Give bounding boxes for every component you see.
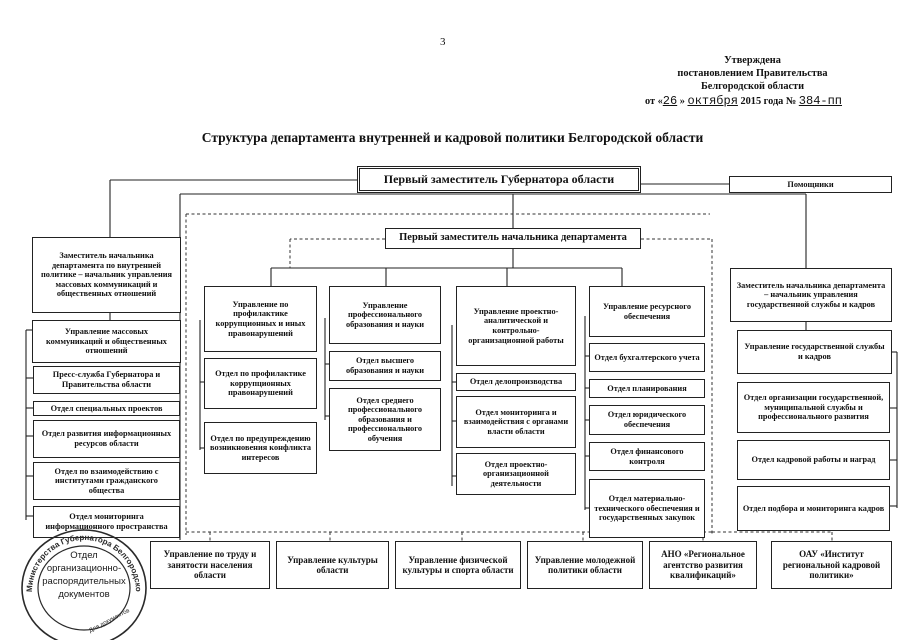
first-deputy-box: Первый заместитель начальника департамен…	[385, 228, 641, 249]
bottom-box-5: ОАУ «Институт региональной кадровой поли…	[771, 541, 892, 589]
page-title: Структура департамента внутренней и кадр…	[201, 130, 704, 145]
left-deputy-box: Заместитель начальника департамента по в…	[32, 237, 181, 313]
right-unit-0: Отдел организации государственной, муниц…	[737, 382, 890, 433]
col4-title-box: Управление ресурсного обеспечения	[589, 286, 705, 337]
col1-title-box: Управление по профилактике коррупционных…	[204, 286, 317, 352]
left-unit-3: Отдел по взаимодействию с институтами гр…	[33, 462, 180, 500]
right-unit-2: Отдел подбора и мониторинга кадров	[737, 486, 890, 531]
stamp-bottom-text: Для документов	[88, 608, 130, 634]
right-mgmt-box: Управление государственной службы и кадр…	[737, 330, 892, 374]
document-stamp: Министерства Губернатора Белгородской об…	[14, 522, 147, 640]
col2-unit-0: Отдел высшего образования и науки	[329, 351, 441, 381]
date-mid: »	[679, 95, 685, 107]
col1-unit-0: Отдел по профилактике коррупционных прав…	[204, 358, 317, 409]
date-year: 2015 года №	[740, 95, 797, 107]
col2-title-box: Управление профессионального образования…	[329, 286, 441, 344]
right-unit-1: Отдел кадровой работы и наград	[737, 440, 890, 480]
left-unit-0: Пресс-служба Губернатора и Правительства…	[33, 366, 180, 394]
left-unit-1: Отдел специальных проектов	[33, 401, 180, 416]
left-unit-2: Отдел развития информационных ресурсов о…	[33, 420, 180, 458]
col4-unit-0: Отдел бухгалтерского учета	[589, 343, 705, 372]
col2-unit-1: Отдел среднего профессионального образов…	[329, 388, 441, 451]
stamp-line-1: организационно-	[47, 563, 121, 574]
col4-unit-1: Отдел планирования	[589, 379, 705, 398]
approval-line1: Утверждена	[724, 55, 781, 66]
assistants-box: Помощники	[729, 176, 892, 193]
bottom-box-0: Управление по труду и занятости населени…	[150, 541, 270, 589]
approval-line2: постановлением Правительства	[677, 67, 828, 79]
bottom-box-3: Управление молодежной политики области	[527, 541, 643, 589]
bottom-box-1: Управление культуры области	[276, 541, 389, 589]
stamp-line-2: распорядительных	[42, 576, 126, 587]
right-deputy-box: Заместитель начальника департамента – на…	[730, 268, 892, 322]
date-month: октября	[687, 93, 738, 108]
col3-unit-0: Отдел делопроизводства	[456, 373, 576, 391]
date-day: 26	[662, 93, 678, 108]
stamp-line-3: документов	[58, 589, 109, 600]
bottom-box-4: АНО «Региональное агентство развития ква…	[649, 541, 757, 589]
col3-unit-2: Отдел проектно-организационной деятельно…	[456, 453, 576, 495]
col4-unit-2: Отдел юридического обеспечения	[589, 405, 705, 435]
col3-unit-1: Отдел мониторинга и взаимодействия с орг…	[456, 396, 576, 448]
col1-unit-1: Отдел по предупреждению возникновения ко…	[204, 422, 317, 474]
date-number: 384-пп	[798, 93, 843, 108]
left-unit-4: Отдел мониторинга информационного простр…	[33, 506, 180, 538]
head-box: Первый заместитель Губернатора области	[357, 166, 641, 193]
approval-date: от «26 » октября 2015 года № 384-пп	[622, 94, 865, 109]
col3-title-box: Управление проектно-аналитической и конт…	[456, 286, 576, 366]
col4-unit-4: Отдел материально-технического обеспечен…	[589, 479, 705, 538]
left-mgmt-box: Управление массовых коммуникаций и общес…	[32, 320, 181, 363]
date-prefix: от «	[644, 95, 663, 107]
bottom-box-2: Управление физической культуры и спорта …	[395, 541, 521, 589]
col4-unit-3: Отдел финансового контроля	[589, 442, 705, 471]
approval-block: Утверждена постановлением Правительства …	[640, 55, 865, 109]
approval-line3: Белгородской области	[700, 80, 805, 92]
page-number: 3	[440, 36, 446, 48]
stamp-line-0: Отдел	[70, 550, 97, 561]
